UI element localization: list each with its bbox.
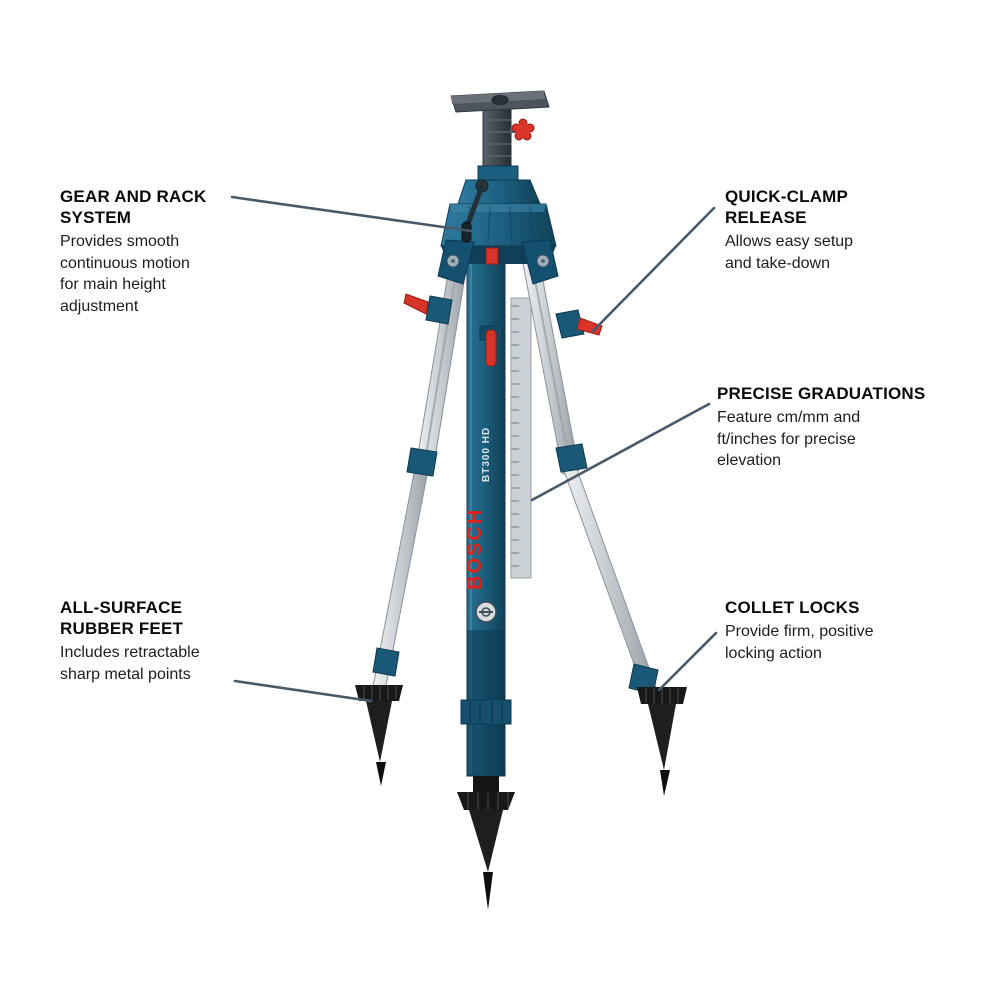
red-clamp-lever-center bbox=[485, 329, 497, 367]
tripod-right-leg bbox=[520, 248, 687, 796]
leader-line-graduations bbox=[530, 402, 711, 502]
graduation-ticks bbox=[511, 305, 519, 567]
leader-lines bbox=[230, 195, 718, 703]
callout-quick-clamp-body: Allows easy setup and take-down bbox=[725, 233, 854, 272]
model-text: BT300 HD bbox=[481, 427, 492, 482]
leader-line-collet-locks bbox=[657, 631, 718, 692]
callout-rubber-feet-body: Includes retractable sharp metal points bbox=[60, 644, 200, 683]
red-star-knob bbox=[510, 118, 535, 141]
callout-quick-clamp: QUICK-CLAMP RELEASE Allows easy setup an… bbox=[725, 186, 853, 274]
callout-gear-rack: GEAR AND RACK SYSTEM Provides smooth con… bbox=[60, 186, 206, 317]
callout-rubber-feet: ALL-SURFACE RUBBER FEET Includes retract… bbox=[60, 597, 200, 685]
leader-line-quick-clamp bbox=[591, 206, 716, 333]
red-center-latch bbox=[485, 247, 499, 265]
callout-gear-rack-body: Provides smooth continuous motion for ma… bbox=[60, 233, 190, 315]
callout-graduations-body: Feature cm/mm and ft/inches for precise … bbox=[717, 409, 861, 469]
callout-rubber-feet-title: ALL-SURFACE RUBBER FEET bbox=[60, 598, 184, 638]
collet-lock-center bbox=[460, 699, 512, 725]
callout-graduations-title: PRECISE GRADUATIONS bbox=[717, 384, 926, 403]
rubber-foot-center bbox=[457, 776, 515, 910]
callout-collet-locks-title: COLLET LOCKS bbox=[725, 598, 860, 617]
quick-clamp-left bbox=[403, 293, 453, 325]
leg-hinges bbox=[437, 239, 559, 285]
knee-collar-left bbox=[406, 447, 438, 477]
gear-rack-column bbox=[482, 107, 512, 173]
mounting-plate bbox=[450, 90, 550, 113]
collet-lock-left bbox=[372, 647, 400, 677]
rubber-foot-left bbox=[355, 685, 403, 786]
bosch-logo-text: BOSCH bbox=[464, 508, 486, 590]
quick-clamp-right bbox=[555, 309, 603, 339]
graduated-rod bbox=[510, 297, 532, 579]
crank-handle bbox=[461, 179, 489, 243]
knee-collar-right bbox=[555, 443, 588, 473]
red-clamp-lever-right bbox=[576, 317, 603, 336]
rubber-foot-right bbox=[637, 687, 687, 796]
callout-gear-rack-title: GEAR AND RACK SYSTEM bbox=[60, 187, 207, 227]
callout-quick-clamp-title: QUICK-CLAMP RELEASE bbox=[725, 187, 849, 227]
callout-graduations: PRECISE GRADUATIONS Feature cm/mm and ft… bbox=[717, 383, 925, 472]
leader-line-gear-rack bbox=[230, 195, 473, 233]
tripod-head bbox=[437, 90, 559, 285]
red-clamp-lever-left bbox=[403, 293, 429, 315]
center-column: BT300 HD BOSCH bbox=[457, 245, 515, 910]
tripod-left-leg bbox=[355, 249, 470, 786]
callout-collet-locks: COLLET LOCKS Provide firm, positive lock… bbox=[725, 597, 874, 664]
leader-line-rubber-feet bbox=[233, 679, 373, 703]
bosch-emblem-icon bbox=[475, 601, 497, 623]
callout-collet-locks-body: Provide firm, positive locking action bbox=[725, 623, 874, 662]
